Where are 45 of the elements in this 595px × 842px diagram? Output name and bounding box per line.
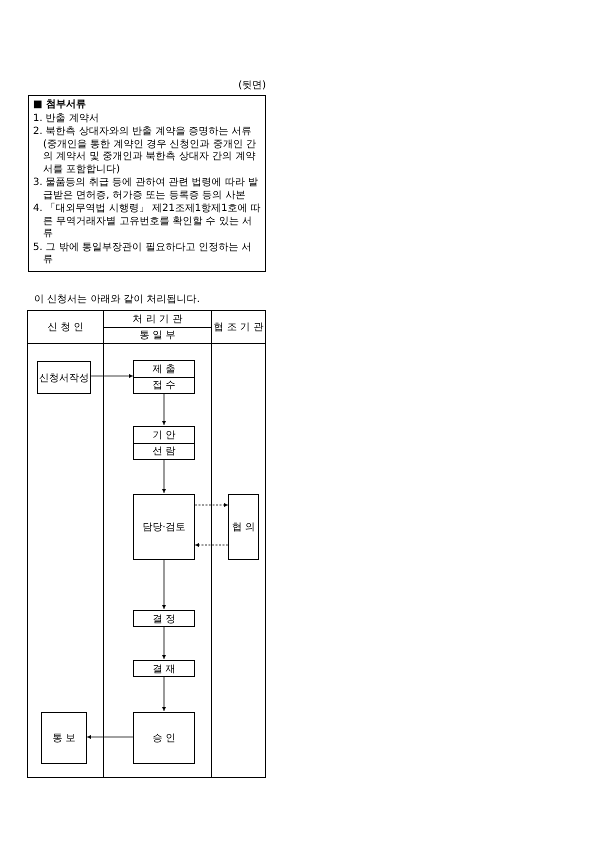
process-box	[228, 494, 259, 560]
list-item: 3. 물품등의 취급 등에 관하여 관련 법령에 따라 발급받은 면허증, 허가증 또는 등록증 등의 사본	[33, 177, 259, 202]
process-label: 승 인	[152, 732, 176, 745]
arrow	[162, 626, 166, 660]
arrow	[162, 558, 166, 610]
process-label: 기 안	[152, 428, 176, 442]
process-label: 통 보	[52, 732, 76, 745]
process-label: 접 수	[152, 379, 176, 392]
process-label: 협 의	[232, 521, 256, 534]
page-side-note: (뒷면)	[238, 80, 266, 92]
lane-header: 통 일 부	[139, 329, 176, 342]
arrow	[162, 458, 166, 494]
arrow	[194, 543, 228, 547]
list-item: 1. 반출 계약서	[33, 112, 100, 125]
process-label: 제 출	[152, 362, 176, 376]
arrow	[90, 374, 134, 378]
list-item: 5. 그 밖에 통일부장관이 필요하다고 인정하는 서류	[33, 242, 253, 266]
process-note: 이 신청서는 아래와 같이 처리됩니다.	[34, 294, 200, 306]
process-box	[133, 660, 195, 677]
arrow	[86, 735, 134, 739]
swimlane-column	[211, 310, 266, 778]
attachment-list-panel	[28, 95, 266, 272]
lane-header: 협 조 기 관	[214, 321, 264, 334]
lane-header: 처 리 기 관	[132, 312, 182, 326]
list-item: 2. 북한측 상대자와의 반출 계약을 증명하는 서류(중개인을 통한 계약인 경우 신청인과 중개인 간의 계약서 및 중개인과 북한측 상대자 간의 계약서를 포함합니다)	[33, 126, 257, 176]
swimlane-column	[103, 310, 212, 778]
section-heading: ■ 첨부서류	[33, 99, 87, 112]
process-label: 담당·검토	[142, 521, 186, 534]
list-item: 4. 「대외무역법 시행령」 제21조제1항제1호에 따른 무역거래자별 고유번호를 확인할 수 있는 서류	[33, 203, 261, 240]
process-box	[37, 361, 91, 394]
swimlane-column	[27, 310, 104, 778]
process-box	[133, 712, 195, 764]
process-label: 선 람	[152, 445, 176, 458]
arrow	[162, 392, 166, 426]
process-box	[133, 360, 195, 394]
process-box	[133, 610, 195, 627]
process-label: 결 재	[152, 662, 176, 676]
arrow	[194, 503, 228, 507]
lane-header: 신 청 인	[47, 321, 84, 334]
process-box	[41, 712, 87, 764]
process-label: 신청서작성	[39, 372, 89, 384]
process-box	[133, 426, 195, 460]
process-label: 결 정	[152, 612, 176, 626]
arrow	[162, 676, 166, 712]
process-box	[133, 494, 195, 560]
